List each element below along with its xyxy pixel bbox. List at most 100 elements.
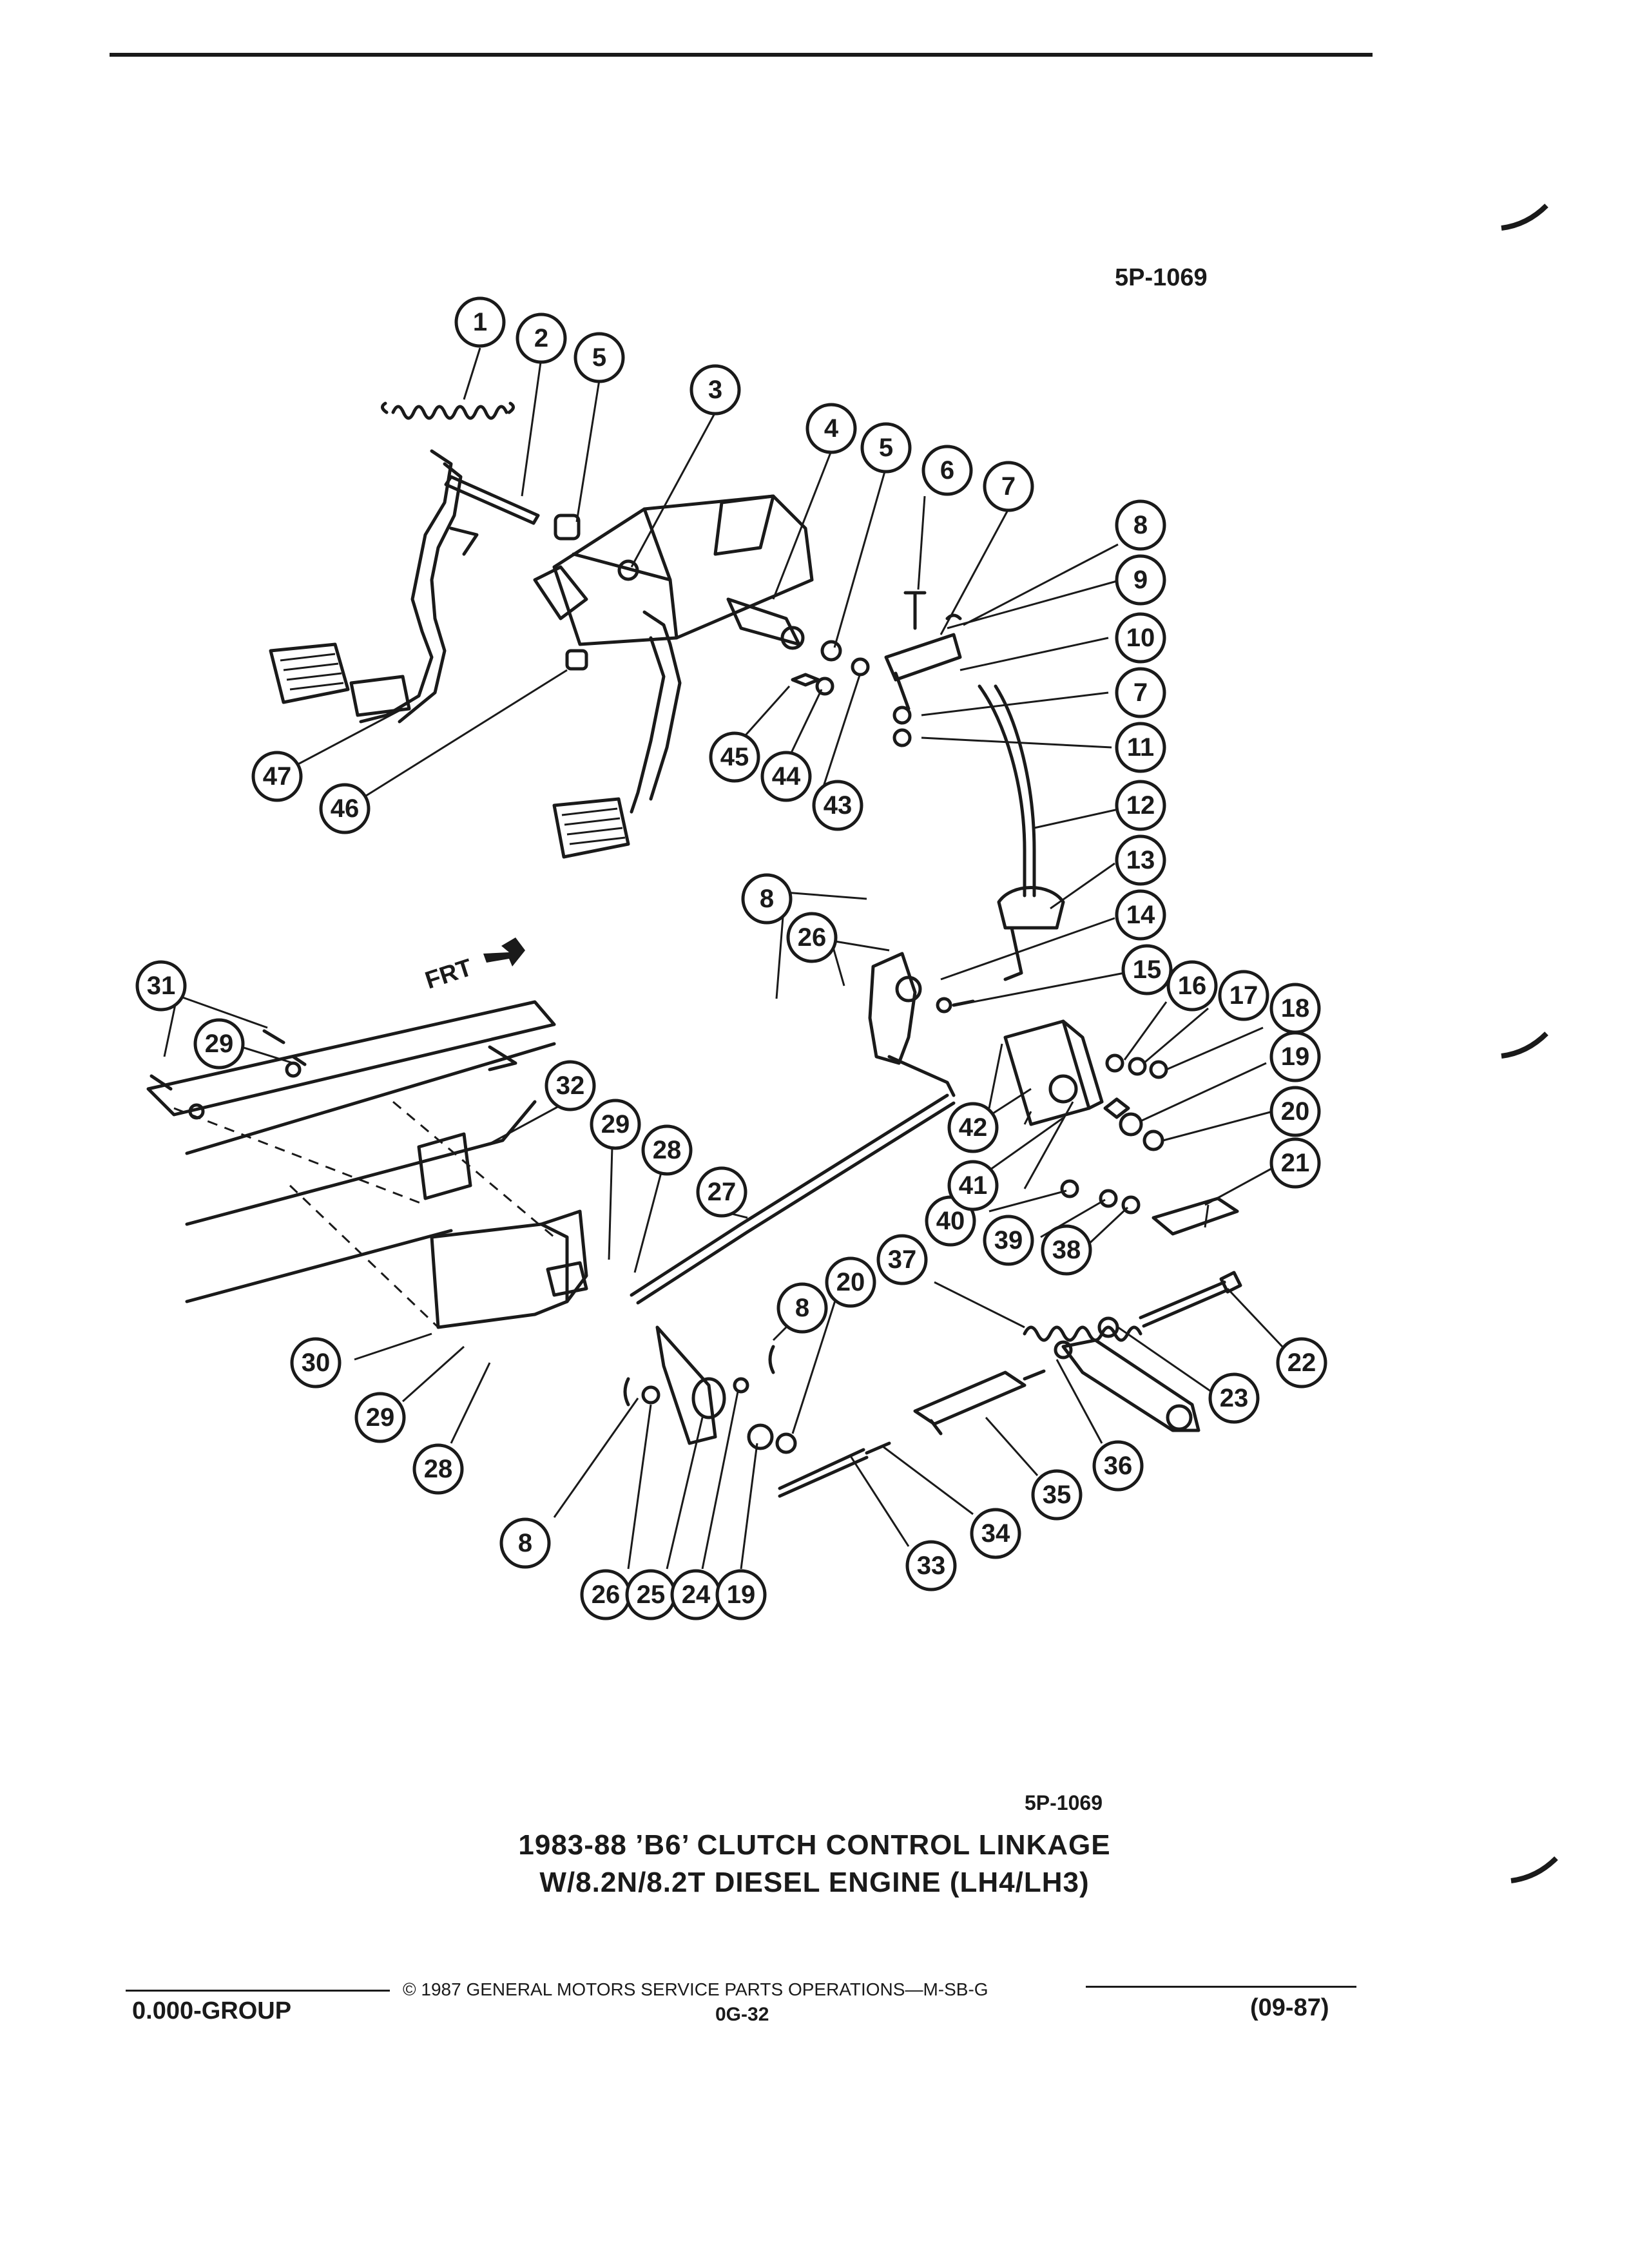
callout-26: 26 <box>580 1569 631 1620</box>
svg-text:28: 28 <box>653 1136 682 1164</box>
callout-9: 9 <box>1115 554 1166 606</box>
svg-text:8: 8 <box>795 1294 809 1322</box>
return-spring-part <box>1023 1325 1142 1342</box>
callout-28: 28 <box>641 1124 693 1176</box>
svg-text:15: 15 <box>1133 956 1162 984</box>
callout-5: 5 <box>860 422 912 474</box>
footer-rule-left <box>126 1990 390 1992</box>
callout-31: 31 <box>135 960 187 1012</box>
callout-8: 8 <box>741 873 793 925</box>
callout-6: 6 <box>921 445 973 496</box>
callout-46: 46 <box>319 783 371 834</box>
figure-title-line1: 1983-88 ’B6’ CLUTCH CONTROL LINKAGE <box>518 1829 1111 1861</box>
svg-text:5: 5 <box>592 343 606 372</box>
mount-bracket-30-32 <box>417 1132 588 1329</box>
svg-text:23: 23 <box>1220 1384 1249 1412</box>
brake-pedal-part <box>552 636 682 859</box>
callout-44: 44 <box>760 751 812 802</box>
svg-text:21: 21 <box>1281 1149 1310 1177</box>
callout-22: 22 <box>1276 1337 1327 1389</box>
arrow-icon <box>483 937 525 966</box>
callout-8: 8 <box>1115 499 1166 551</box>
frame-rail <box>146 1000 556 1303</box>
callout-10: 10 <box>1115 612 1166 664</box>
callout-2: 2 <box>516 312 567 364</box>
callout-21: 21 <box>1269 1137 1321 1189</box>
small-hardware <box>936 997 1239 1236</box>
svg-text:31: 31 <box>147 972 176 1000</box>
callout-42: 42 <box>947 1102 999 1153</box>
pedal-pad-left <box>269 642 411 717</box>
callout-35: 35 <box>1031 1469 1083 1521</box>
callout-1: 1 <box>454 296 506 348</box>
callout-28: 28 <box>412 1443 464 1495</box>
figure-code-bottom: 5P-1069 <box>1025 1791 1103 1814</box>
callout-5: 5 <box>574 332 625 383</box>
svg-text:46: 46 <box>331 794 360 823</box>
svg-text:3: 3 <box>708 376 722 404</box>
svg-text:47: 47 <box>263 762 292 791</box>
frame-bolts <box>149 1029 307 1120</box>
top-rule <box>110 53 1373 57</box>
svg-text:33: 33 <box>917 1552 946 1580</box>
svg-text:41: 41 <box>959 1171 988 1200</box>
lever-and-bolt-parts <box>884 591 962 747</box>
svg-text:43: 43 <box>824 791 853 820</box>
callout-32: 32 <box>545 1060 596 1111</box>
svg-text:18: 18 <box>1281 994 1310 1023</box>
svg-text:28: 28 <box>424 1455 453 1483</box>
svg-text:44: 44 <box>772 762 801 791</box>
callout-47: 47 <box>251 751 303 802</box>
callout-17: 17 <box>1218 970 1269 1021</box>
svg-text:8: 8 <box>1133 511 1148 539</box>
front-direction-indicator: FRT <box>422 937 525 995</box>
svg-text:7: 7 <box>1133 678 1148 707</box>
callout-8: 8 <box>499 1517 551 1569</box>
callout-34: 34 <box>970 1508 1021 1559</box>
svg-text:26: 26 <box>592 1581 621 1609</box>
clutch-cable-part <box>978 684 1065 981</box>
spring-part <box>381 401 515 420</box>
lower-lever-part <box>623 1325 797 1454</box>
relay-mount-bracket <box>988 1019 1104 1126</box>
callout-4: 4 <box>805 403 857 454</box>
copyright-notice: © 1987 GENERAL MOTORS SERVICE PARTS OPER… <box>403 1979 988 1999</box>
alignment-line <box>173 1107 426 1206</box>
svg-text:29: 29 <box>601 1110 630 1139</box>
svg-text:39: 39 <box>994 1226 1023 1254</box>
callout-16: 16 <box>1166 960 1218 1012</box>
callout-12: 12 <box>1115 780 1166 831</box>
callout-19: 19 <box>715 1569 767 1620</box>
leader-lines <box>163 347 1284 1570</box>
svg-text:25: 25 <box>637 1581 666 1609</box>
callout-29: 29 <box>354 1392 406 1443</box>
svg-text:5: 5 <box>879 434 893 462</box>
svg-text:7: 7 <box>1001 472 1016 501</box>
binder-hole-mark <box>1498 193 1550 245</box>
callout-27: 27 <box>696 1166 747 1218</box>
figure-title-line2: W/8.2N/8.2T DIESEL ENGINE (LH4/LH3) <box>539 1867 1090 1898</box>
callout-3: 3 <box>689 364 741 416</box>
svg-text:6: 6 <box>940 456 954 485</box>
svg-text:30: 30 <box>302 1349 331 1377</box>
callout-43: 43 <box>812 780 863 831</box>
binder-hole-mark <box>1508 1846 1559 1898</box>
callout-40: 40 <box>925 1195 976 1247</box>
callout-33: 33 <box>905 1540 957 1591</box>
callout-7: 7 <box>983 461 1034 512</box>
svg-text:13: 13 <box>1126 846 1155 874</box>
svg-text:29: 29 <box>205 1030 234 1058</box>
svg-text:19: 19 <box>727 1581 756 1609</box>
group-label: 0.000-GROUP <box>132 1997 292 2024</box>
callout-7: 7 <box>1115 667 1166 718</box>
svg-text:22: 22 <box>1287 1349 1316 1377</box>
adjuster-rod-part <box>778 1369 1046 1498</box>
svg-text:34: 34 <box>981 1519 1010 1548</box>
svg-text:24: 24 <box>682 1581 711 1609</box>
callout-23: 23 <box>1208 1372 1260 1424</box>
svg-text:36: 36 <box>1104 1452 1133 1480</box>
svg-text:16: 16 <box>1178 972 1207 1000</box>
callout-30: 30 <box>290 1337 342 1389</box>
callout-19: 19 <box>1269 1031 1321 1082</box>
